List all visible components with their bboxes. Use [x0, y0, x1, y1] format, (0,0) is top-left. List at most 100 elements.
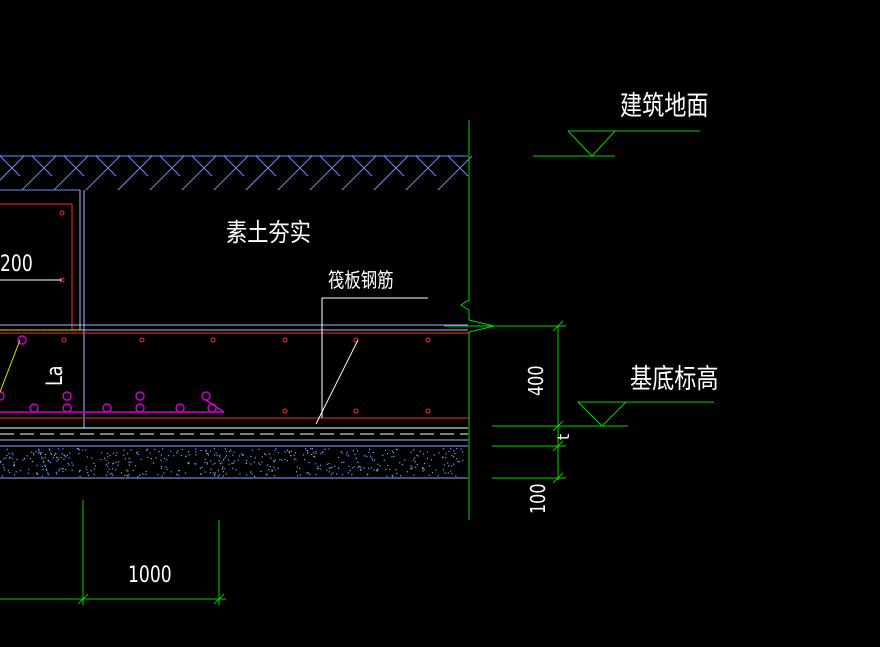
speckle-dot: [47, 472, 49, 474]
speckle-dot: [375, 469, 378, 471]
speckle-dot: [340, 451, 342, 453]
hatch-line: [447, 155, 469, 177]
speckle-dot: [9, 457, 11, 459]
speckle-dot: [177, 450, 179, 452]
speckle-dot: [55, 456, 58, 458]
speckle-dot: [245, 462, 248, 464]
speckle-dot: [155, 457, 157, 459]
speckle-dot: [222, 471, 224, 473]
stirrups: [0, 335, 225, 413]
speckle-dot: [404, 459, 406, 461]
speckle-dot: [426, 451, 428, 453]
speckle-dot: [386, 475, 388, 477]
speckle-dot: [410, 468, 412, 470]
speckle-dot: [62, 470, 64, 473]
speckle-dot: [49, 461, 52, 464]
speckle-dot: [313, 452, 315, 454]
speckle-dot: [210, 468, 212, 470]
speckle-dot: [12, 454, 14, 456]
anchor-length-label: La: [43, 365, 68, 386]
speckle-dot: [204, 471, 206, 473]
speckle-dot: [216, 455, 218, 457]
hatch-line: [223, 155, 245, 177]
speckle-dot: [374, 459, 376, 461]
speckle-dot: [62, 448, 64, 450]
speckle-dot: [23, 457, 25, 460]
speckle-dot: [373, 469, 375, 471]
speckle-dot: [450, 470, 452, 472]
speckle-dot: [281, 459, 283, 461]
speckle-dot: [238, 455, 240, 457]
speckle-dot: [112, 463, 114, 465]
speckle-dot: [351, 473, 353, 476]
speckle-dot: [50, 453, 52, 455]
speckle-dot: [254, 457, 257, 459]
speckle-dot: [207, 452, 209, 454]
speckle-dot: [113, 452, 115, 454]
speckle-dot: [400, 475, 402, 477]
speckle-dot: [302, 454, 305, 456]
speckle-dot: [71, 469, 73, 471]
speckle-dot: [284, 451, 286, 453]
speckle-dot: [107, 471, 109, 473]
speckle-dot: [431, 472, 434, 474]
speckle-dot: [232, 454, 234, 456]
speckle-dot: [69, 452, 71, 454]
hatch-line: [309, 155, 345, 191]
speckle-dot: [229, 450, 231, 452]
speckle-dot: [341, 452, 343, 454]
speckle-dot: [246, 459, 248, 461]
speckle-dot: [87, 472, 89, 474]
raft-rebar-leader: [315, 297, 428, 425]
speckle-dot: [299, 474, 301, 476]
speckle-dot: [187, 462, 189, 464]
speckle-dot: [120, 472, 122, 474]
hatch-line: [149, 155, 185, 191]
speckle-dot: [38, 449, 40, 452]
speckle-dot: [395, 469, 397, 471]
speckle-dot: [59, 468, 61, 470]
speckle-dot: [71, 462, 73, 464]
speckle-dot: [117, 464, 119, 466]
speckle-dot: [311, 453, 313, 455]
speckle-dot: [3, 458, 5, 460]
speckle-dot: [137, 453, 139, 455]
speckle-dot: [415, 466, 417, 468]
hatch-line: [437, 155, 473, 191]
speckle-dot: [224, 448, 226, 450]
speckle-dot: [346, 451, 348, 453]
speckle-dot: [163, 472, 165, 474]
speckle-dot: [299, 467, 301, 469]
speckle-dot: [391, 456, 393, 458]
speckle-dot: [326, 469, 328, 471]
hatch-line: [85, 155, 121, 191]
speckle-dot: [328, 448, 330, 450]
speckle-dot: [376, 470, 378, 472]
hatch-line: [213, 155, 249, 191]
speckle-dot: [9, 471, 11, 474]
speckle-dot: [181, 448, 183, 451]
speckle-dot: [33, 454, 35, 456]
speckle-dot: [0, 460, 2, 462]
speckle-dot: [41, 457, 43, 460]
speckle-dot: [414, 461, 416, 463]
speckle-dot: [22, 459, 24, 461]
dimension-100-label: 100: [526, 483, 550, 514]
speckle-dot: [366, 455, 368, 457]
speckle-dot: [286, 460, 288, 462]
speckle-dot: [455, 475, 457, 477]
speckle-dot: [232, 462, 235, 464]
speckle-dot: [222, 466, 224, 468]
speckle-dot: [433, 454, 435, 456]
speckle-dot: [29, 458, 32, 460]
raft-rebar-label: 筏板钢筋: [328, 268, 394, 292]
speckle-dot: [212, 463, 214, 465]
speckle-dot: [368, 451, 370, 453]
speckle-dot: [458, 461, 461, 463]
speckle-dot: [223, 458, 225, 460]
speckle-dot: [307, 472, 309, 474]
speckle-dot: [315, 450, 317, 452]
speckle-dot: [288, 450, 290, 452]
speckle-dot: [213, 475, 215, 477]
speckle-dot: [451, 473, 453, 475]
